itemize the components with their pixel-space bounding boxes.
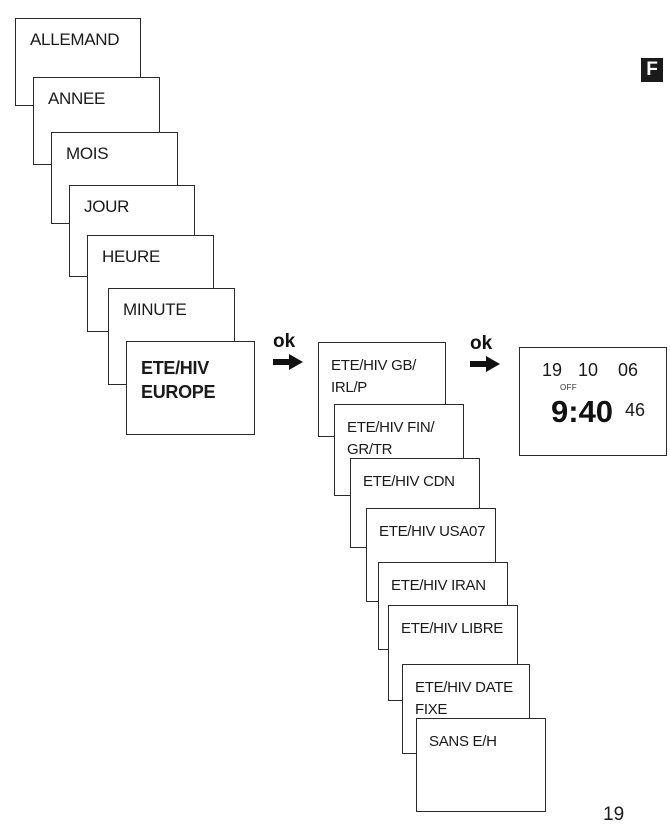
- display-seconds: 46: [625, 400, 646, 420]
- language-badge: F: [641, 58, 663, 82]
- ok-arrow-2: ok: [470, 334, 500, 372]
- right-arrow-icon: [273, 354, 303, 370]
- display-year: 06: [618, 360, 639, 380]
- clock-display: 19 10 06 OFF 9:40 46: [519, 347, 667, 456]
- display-off-indicator: OFF: [560, 383, 577, 392]
- ok-label-2: ok: [470, 333, 493, 354]
- display-month: 10: [578, 360, 599, 380]
- page-number: 19: [603, 804, 625, 825]
- ok-arrow-1: ok: [273, 332, 303, 370]
- display-day: 19: [542, 360, 563, 380]
- menu-box-ete-hiv-europe: ETE/HIV EUROPE: [126, 341, 255, 435]
- display-time: 9:40: [551, 394, 614, 429]
- right-arrow-icon: [470, 356, 500, 372]
- ok-label-1: ok: [273, 331, 296, 352]
- dst-box-sans-eh: SANS E/H: [416, 718, 546, 812]
